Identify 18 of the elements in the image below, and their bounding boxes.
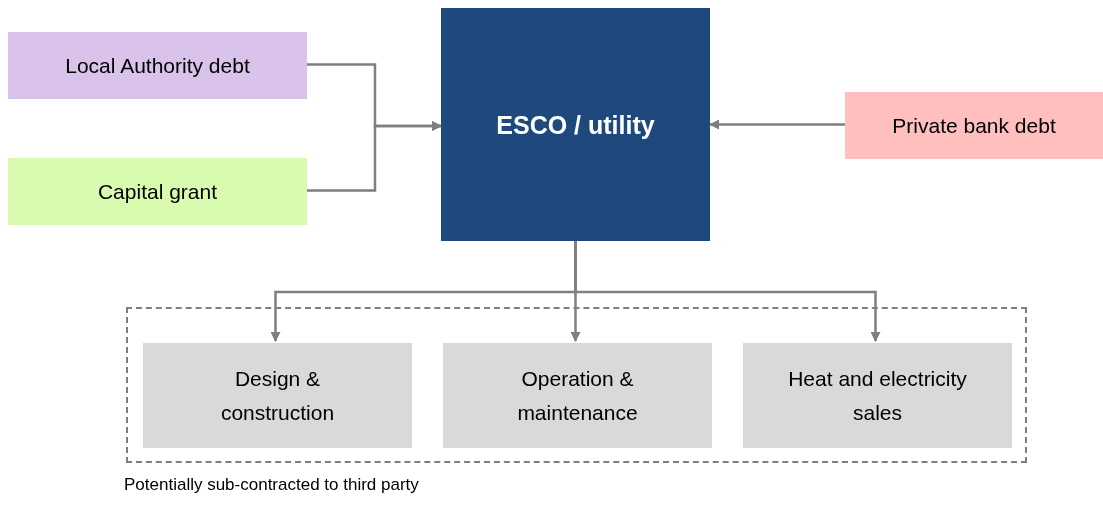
process-box <box>743 343 1012 448</box>
node-label: Local Authority debt <box>65 52 250 79</box>
process-box <box>8 158 307 225</box>
node-label: Capital grant <box>97 178 218 205</box>
node-label: Operation & maintenance <box>516 365 639 426</box>
arrow <box>574 241 881 342</box>
node-label: Heat and electricity sales <box>787 365 968 426</box>
arrow <box>307 121 442 192</box>
process-box <box>443 343 712 448</box>
process-box <box>845 92 1103 159</box>
node-label: Design & construction <box>219 365 336 426</box>
group-caption: Potentially sub-contracted to third party <box>124 475 419 495</box>
process-box <box>441 8 710 241</box>
node-label: Private bank debt <box>892 112 1056 139</box>
node-label: ESCO / utility <box>496 109 655 141</box>
process-box <box>8 32 307 99</box>
process-box <box>143 343 412 448</box>
arrow <box>709 119 845 130</box>
